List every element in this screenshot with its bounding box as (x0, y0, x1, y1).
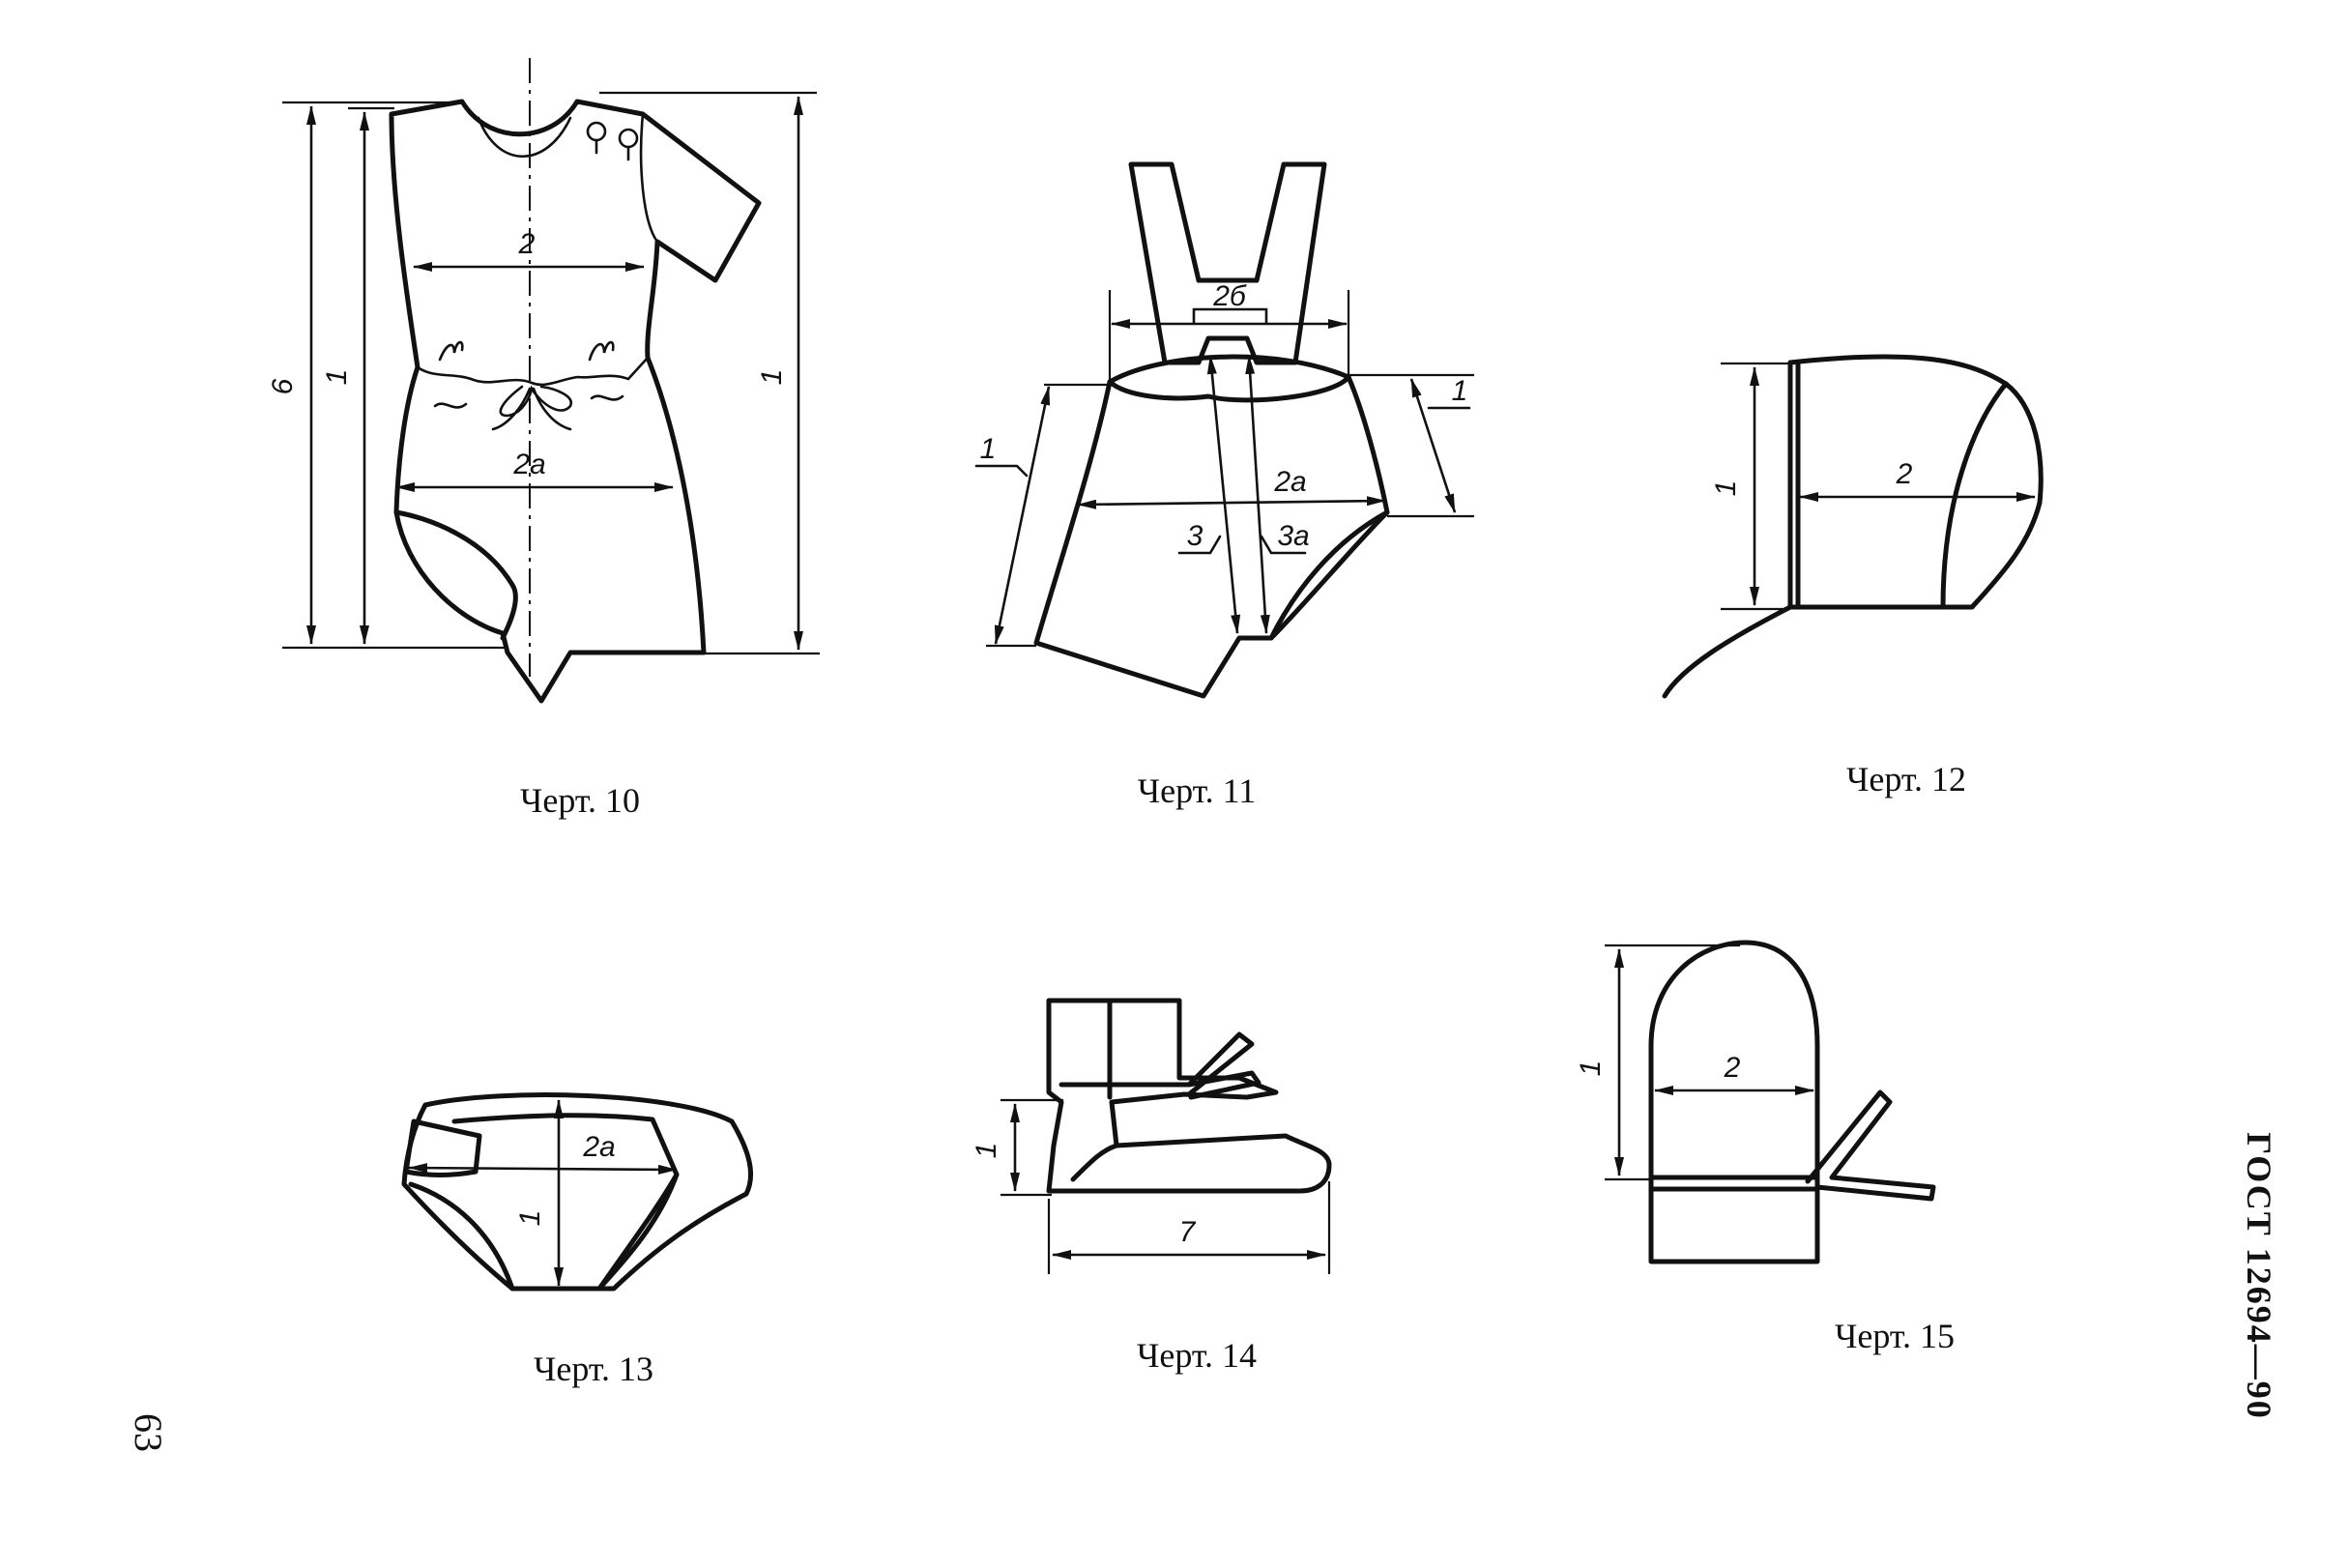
fig12-label-2: 2 (1896, 458, 1913, 490)
fig11-crotch-curve (1268, 509, 1390, 641)
fig13-caption: Черт. 13 (534, 1350, 653, 1388)
fig11-label-3a: 3а (1277, 520, 1309, 552)
fig10-leg-opening (393, 509, 518, 641)
fig12-back-seam (1940, 381, 2009, 610)
fig15-label-2: 2 (1724, 1052, 1741, 1084)
fig10-label-1-right: 1 (756, 369, 788, 386)
fig11-dim-3a (1245, 355, 1270, 634)
fig12-tie (1662, 604, 1793, 699)
fig15-tie-ribbon (1805, 1089, 1936, 1202)
fig11-dim-2a (1077, 496, 1386, 509)
fig10-drawstring (416, 356, 650, 387)
fig10-button-icon (618, 128, 639, 149)
fig11-romper-drawing: 2б 1 1 2а 3 3а Черт. 11 (974, 161, 1474, 810)
fig10-label-1: 1 (321, 369, 353, 386)
fig15-mitten-drawing: 1 2 Черт. 15 (1575, 940, 1955, 1355)
fig13-diaper-drawing: 2а 1 Черт. 13 (401, 1092, 754, 1388)
fig14-label-7: 7 (1179, 1216, 1197, 1248)
fig11-caption: Черт. 11 (1138, 771, 1257, 810)
fig13-label-1: 1 (514, 1210, 546, 1227)
fig11-waist-band (1107, 354, 1351, 403)
fig10-bodysuit-outline (389, 99, 762, 704)
fig11-label-2a: 2а (1273, 466, 1306, 498)
fig14-caption: Черт. 14 (1137, 1336, 1257, 1375)
fig13-diaper-outline (401, 1092, 754, 1292)
fig14-bootie-drawing: 1 7 Черт. 14 (971, 998, 1332, 1375)
fig10-gather-marks (433, 340, 624, 409)
fig10-caption: Черт. 10 (520, 781, 640, 820)
fig12-bonnet-drawing: 1 2 Черт. 12 (1662, 354, 2044, 799)
fig13-label-2a: 2а (582, 1131, 615, 1163)
fig11-label-1-right: 1 (1452, 375, 1468, 407)
fig13-dim-2a (408, 1163, 678, 1175)
fig12-label-1: 1 (1710, 480, 1742, 497)
fig10-button-icon (586, 121, 607, 142)
fig10-neckline (477, 116, 572, 158)
fig10-label-2: 2 (518, 228, 536, 260)
fig11-pants-outline (1033, 374, 1390, 699)
fig14-tie-ribbon (1186, 1070, 1262, 1100)
fig15-label-1: 1 (1575, 1060, 1607, 1077)
fig11-label-3: 3 (1187, 520, 1204, 552)
fig10-drawstring-bow (491, 385, 573, 431)
fig10-bodysuit-drawing: 6 1 2 2а 1 Черт. 10 (267, 58, 820, 820)
fig11-dim-1-left (994, 386, 1051, 645)
fig10-label-2a: 2а (512, 449, 545, 480)
fig13-front-panel (451, 1113, 680, 1292)
fig12-bonnet-outline (1787, 354, 2044, 610)
fig11-dim-3 (1206, 355, 1241, 634)
fig15-mitten-outline (1648, 940, 1820, 1264)
fig11-dim-2b-bracket (1192, 307, 1268, 324)
fig11-label-2b: 2б (1212, 280, 1247, 312)
fig14-label-1: 1 (971, 1143, 1002, 1159)
fig14-ankle-band (1058, 1031, 1255, 1097)
fig11-strap-outline (1128, 161, 1327, 365)
fig12-caption: Черт. 12 (1846, 760, 1966, 799)
fig11-dim-1-right (1409, 378, 1457, 513)
fig15-caption: Черт. 15 (1835, 1317, 1955, 1355)
fig11-label-1-left: 1 (980, 433, 997, 465)
fig10-label-6: 6 (267, 378, 299, 394)
fig10-sleeve-seam (639, 112, 659, 244)
fig14-toe-seam (1070, 1143, 1119, 1182)
standard-designation: ГОСТ 12694—90 (2240, 1132, 2278, 1419)
page-number: 63 (127, 1413, 170, 1452)
fig13-right-leg-curve (596, 1172, 680, 1292)
fig13-left-leg-curve (408, 1181, 515, 1292)
